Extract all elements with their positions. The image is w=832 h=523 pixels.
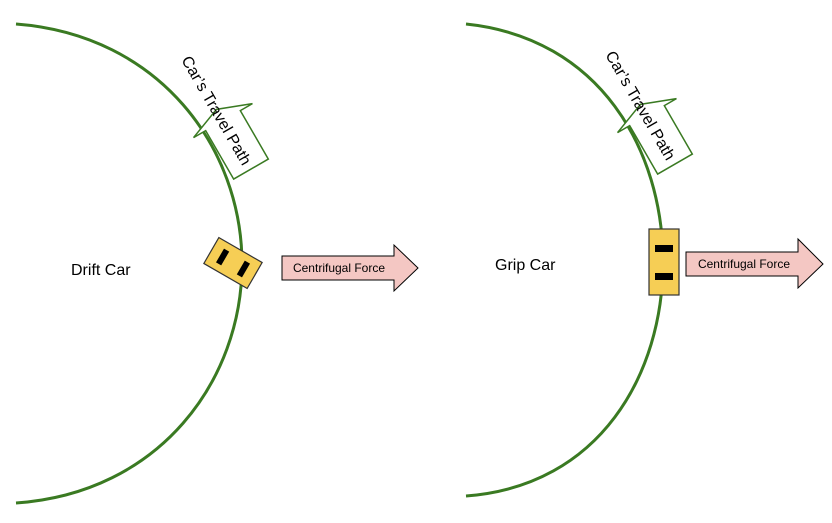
centrifugal-force-arrow-grip: Centrifugal Force (685, 237, 824, 290)
panel-grip: Car’s Travel Path Grip Car Centrifugal F… (465, 22, 824, 498)
travel-path-arrow-drift: Car’s Travel Path (178, 53, 270, 181)
car-icon-angled (203, 236, 263, 290)
centrifugal-force-arrow-drift: Centrifugal Force (281, 243, 419, 293)
force-label-drift: Centrifugal Force (293, 261, 385, 275)
panel-drift: Car’s Travel Path Drift Car Centrifugal … (15, 22, 419, 505)
car-label-drift: Drift Car (71, 262, 131, 279)
force-label-grip: Centrifugal Force (698, 257, 790, 271)
car-label-grip: Grip Car (495, 257, 556, 274)
car-icon-upright (648, 228, 680, 296)
